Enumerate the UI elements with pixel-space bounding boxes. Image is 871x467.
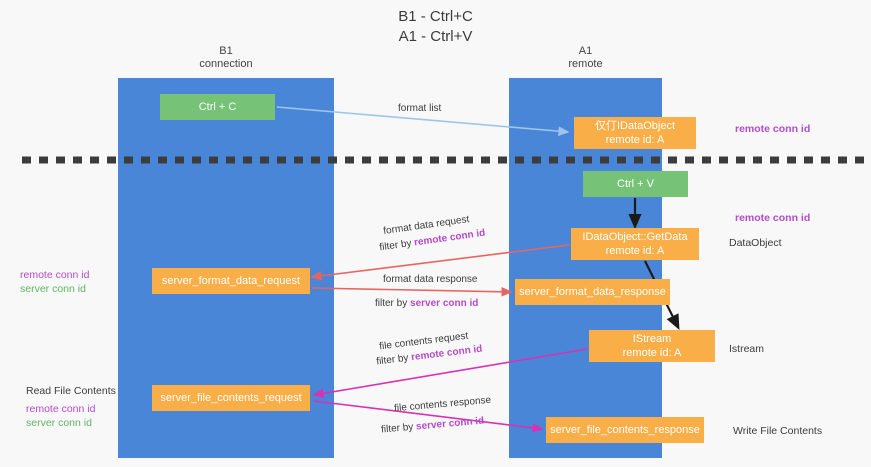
box-ctrl-c[interactable]: Ctrl + C — [160, 94, 275, 120]
caption-filter-prefix-3: filter by — [375, 352, 412, 368]
caption-format-data-response: format data response — [383, 274, 478, 285]
caption-format-data-response-filter: filter by server conn id — [375, 297, 478, 310]
title-line-2: A1 - Ctrl+V — [398, 28, 473, 45]
label-left-remote-conn-id: remote conn id — [20, 269, 90, 281]
label-left-conn-ids-lower: remote conn id server conn id — [26, 402, 95, 430]
box-server-format-data-response[interactable]: server_format_data_response — [515, 279, 670, 305]
lane-b1-subtitle: connection — [199, 58, 253, 70]
box-idataobject-title: 仅仃IDataObject — [594, 120, 676, 132]
box-idataobject[interactable]: 仅仃IDataObject remote id: A — [574, 117, 696, 149]
label-left-conn-ids-upper: remote conn id server conn id — [20, 268, 89, 296]
label-remote-conn-id-top: remote conn id — [735, 123, 811, 135]
caption-file-contents-response-filter: filter by server conn id — [381, 415, 485, 437]
box-istream-remote-id: remote id: A — [622, 347, 682, 359]
caption-server-conn-id-2: server conn id — [415, 415, 485, 433]
diagram-title: B1 - Ctrl+C A1 - Ctrl+V — [0, 7, 871, 47]
box-server-file-contents-response-label: server_file_contents_response — [550, 424, 700, 436]
lane-a1-name: A1 — [578, 45, 593, 57]
label-write-file-contents: Write File Contents — [733, 425, 823, 437]
label-read-file-contents: Read File Contents — [26, 385, 116, 397]
lane-a1-subtitle: remote — [568, 58, 603, 70]
label-remote-conn-id-mid: remote conn id — [735, 212, 811, 224]
title-line-1: B1 - Ctrl+C — [398, 8, 473, 25]
caption-filter-prefix-2: filter by — [375, 298, 411, 309]
box-idataobject-remote-id: remote id: A — [605, 134, 665, 146]
label-left-server-conn-id-2: server conn id — [26, 417, 92, 429]
box-server-file-contents-request-label: server_file_contents_request — [160, 392, 302, 404]
box-getdata-title: IDataObject::GetData — [582, 231, 688, 243]
label-left-server-conn-id: server conn id — [20, 283, 86, 295]
lane-header-b1: B1 connection — [118, 45, 334, 71]
label-dataobject: DataObject — [729, 237, 782, 249]
box-server-file-contents-response[interactable]: server_file_contents_response — [546, 417, 704, 443]
label-istream: Istream — [729, 343, 765, 355]
box-server-format-data-request-label: server_format_data_request — [161, 275, 301, 287]
arrow-format-data-response — [311, 287, 513, 297]
box-ctrl-v-label: Ctrl + V — [617, 178, 654, 190]
lane-b1-name: B1 — [219, 45, 233, 57]
lane-header-a1: A1 remote — [509, 45, 662, 71]
caption-format-list: format list — [398, 103, 442, 114]
box-server-format-data-response-label: server_format_data_response — [519, 286, 666, 298]
box-server-file-contents-request[interactable]: server_file_contents_request — [152, 385, 310, 411]
box-server-format-data-request[interactable]: server_format_data_request — [152, 268, 310, 294]
caption-file-contents-response: file contents response — [393, 394, 492, 415]
caption-filter-prefix-1: filter by — [378, 237, 415, 254]
label-left-remote-conn-id-2: remote conn id — [26, 403, 96, 415]
box-getdata-remote-id: remote id: A — [605, 245, 665, 257]
box-ctrl-c-label: Ctrl + C — [198, 101, 237, 113]
box-istream-title: IStream — [632, 333, 672, 345]
caption-server-conn-id-1: server conn id — [410, 298, 479, 309]
box-idataobject-getdata[interactable]: IDataObject::GetData remote id: A — [571, 228, 699, 260]
box-ctrl-v[interactable]: Ctrl + V — [583, 171, 688, 197]
caption-filter-prefix-4: filter by — [380, 421, 417, 436]
box-istream[interactable]: IStream remote id: A — [589, 330, 715, 362]
